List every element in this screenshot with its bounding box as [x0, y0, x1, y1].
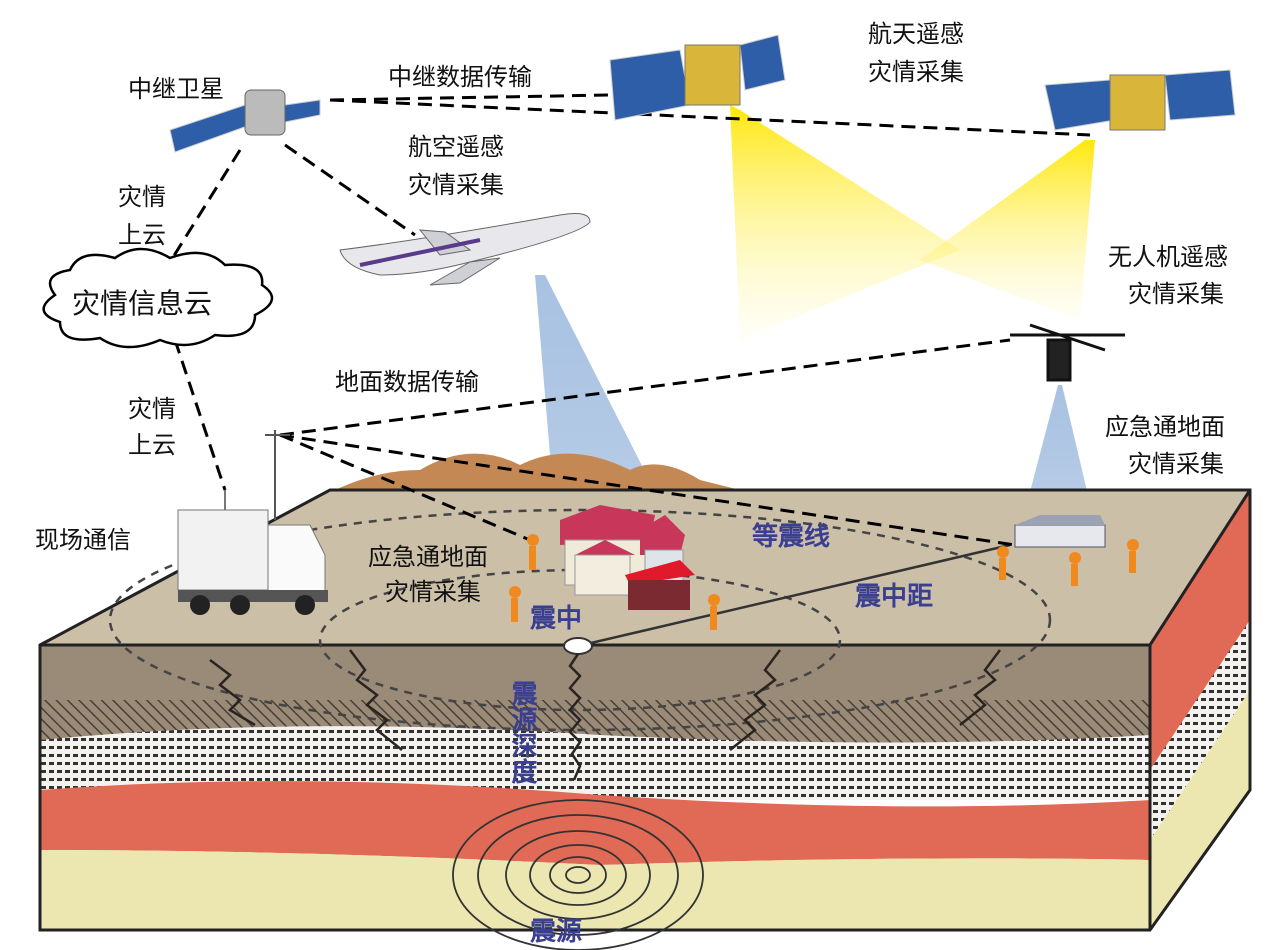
cloud-up-label-2a: 灾情: [128, 395, 176, 423]
focal-depth-label: 震源深度: [507, 680, 537, 785]
field-comm-label: 现场通信: [35, 526, 131, 554]
communication-truck-icon: [177, 490, 328, 615]
fault-crack: [959, 649, 1001, 726]
space-rs-label-1: 航天遥感: [868, 20, 964, 48]
relay-satellite-label: 中继卫星: [128, 75, 224, 103]
block-side-red: [1150, 490, 1250, 770]
fault-crack: [729, 649, 781, 751]
cloud-up-label-1a: 灾情: [118, 183, 166, 211]
hypocenter-waves: [452, 799, 704, 950]
relay-link: [329, 93, 611, 102]
remote-sensing-satellite-icon: [1044, 69, 1236, 131]
ground-ground-link: [279, 433, 1016, 547]
block-front-red: [40, 781, 1150, 865]
space-rs-label-2: 灾情采集: [868, 58, 964, 86]
fault-crack: [568, 653, 582, 781]
cloud-truck-link: [173, 339, 227, 491]
uav-drone-icon: [1010, 323, 1125, 382]
sat-cloud-link: [163, 149, 242, 271]
rescue-worker-icon: [509, 534, 1139, 630]
uav-rs-label-1: 无人机遥感: [1108, 243, 1228, 271]
remote-sensing-satellite-icon: [609, 34, 786, 121]
block-outline: [38, 488, 1252, 932]
isoseismal-label: 等震线: [752, 521, 830, 552]
block-side-dots: [1150, 620, 1250, 840]
antenna-mast-icon: [265, 430, 290, 520]
satellite-beam-1: [730, 105, 960, 340]
ground-right-label-2: 灾情采集: [1128, 450, 1224, 478]
uav-rs-label-2: 灾情采集: [1128, 280, 1224, 308]
block-side-sand: [1150, 690, 1250, 930]
houses-icon: [1014, 515, 1106, 548]
cloud-up-label-1b: 上云: [118, 221, 166, 249]
ground-center-label-1: 应急通地面: [368, 543, 488, 571]
epicentral-distance-line: [577, 543, 1011, 648]
air-rs-label-1: 航空遥感: [408, 133, 504, 161]
hypocenter-label: 震源: [530, 917, 582, 947]
relay-satellite-icon: [169, 89, 321, 153]
houses-icon: [560, 505, 695, 610]
satellite-beam-2: [920, 140, 1095, 320]
epicentral-distance-label: 震中距: [855, 582, 933, 612]
fault-crack: [209, 659, 256, 727]
fault-crack: [349, 649, 403, 751]
isoseismal-outer: [108, 508, 1052, 732]
sat-aircraft-link: [284, 143, 416, 237]
info-cloud-label: 灾情信息云: [72, 287, 212, 320]
info-cloud-icon: [42, 247, 274, 349]
aircraft-icon: [339, 213, 591, 286]
cloud-up-label-2b: 上云: [128, 431, 176, 459]
epicenter-marker: [563, 637, 593, 655]
ground-center-label-2: 灾情采集: [385, 578, 481, 606]
relay-transmission-label: 中继数据传输: [388, 63, 532, 91]
ground-uav-link: [279, 338, 1011, 437]
relay-link: [329, 98, 1091, 137]
ground-right-label-1: 应急通地面: [1105, 413, 1225, 441]
epicenter-label: 震中: [530, 604, 582, 634]
ground-houses-link: [279, 433, 531, 542]
air-rs-label-2: 灾情采集: [408, 171, 504, 199]
ground-transmission-label: 地面数据传输: [335, 368, 479, 396]
